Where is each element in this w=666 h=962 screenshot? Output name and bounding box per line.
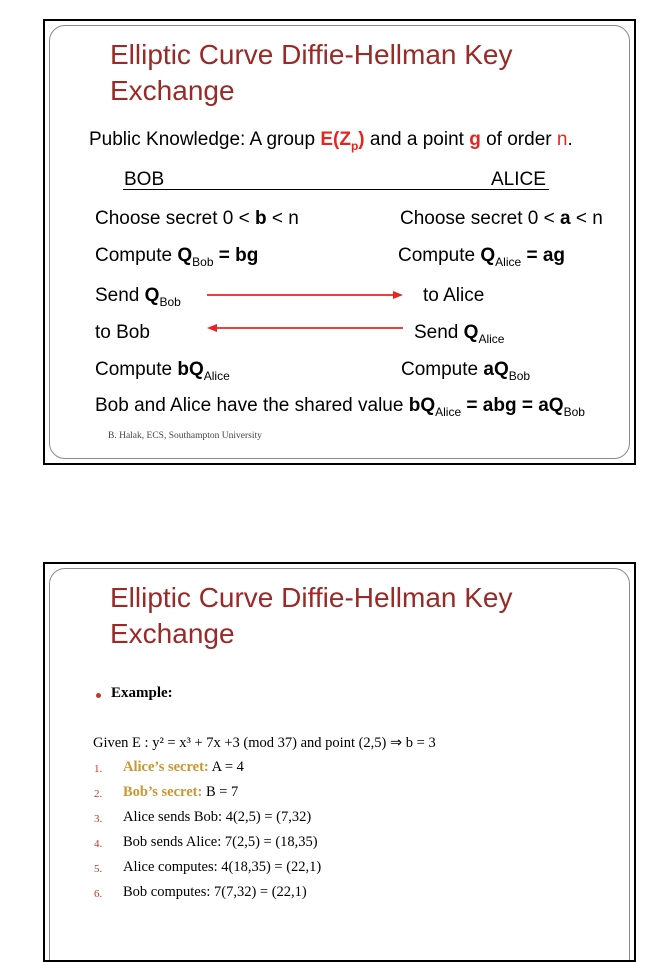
slide-2-frame [49,568,630,960]
alice-header: ALICE [491,169,546,190]
header-underline [123,189,549,190]
alice-final-compute: Compute aQBob [401,359,531,383]
alice-choose-secret: Choose secret 0 < a < n [400,208,603,229]
shared-value-line: Bob and Alice have the shared value bQAl… [95,395,585,419]
to-bob-label: to Bob [95,322,150,343]
step-label: Alice’s secret: [123,759,209,775]
bullet-dot-icon [96,693,101,698]
step-text: Bob sends Alice: 7(2,5) = (18,35) [123,834,318,850]
bob-choose-secret: Choose secret 0 < b < n [95,208,299,229]
bob-send-q: Send QBob [95,285,181,309]
to-alice-label: to Alice [423,285,485,306]
example-label: Example: [111,685,173,701]
bob-final-compute: Compute bQAlice [95,359,230,383]
step-number: 1. [94,763,103,775]
arrow-left-icon [207,324,403,332]
alice-compute-q: Compute QAlice = ag [398,245,565,269]
step-number: 3. [94,813,103,825]
arrow-right-icon [207,291,403,299]
step-number: 4. [94,838,103,850]
step-text: B = 7 [202,784,239,800]
slide-1-title: Elliptic Curve Diffie-Hellman Key Exchan… [110,39,513,106]
step-number: 2. [94,788,103,800]
slide-2-title: Elliptic Curve Diffie-Hellman Key Exchan… [110,582,513,649]
bob-compute-q: Compute QBob = bg [95,245,259,269]
bob-header: BOB [124,169,165,190]
step-text: A = 4 [208,759,244,775]
step-text: Alice sends Bob: 4(2,5) = (7,32) [123,809,312,825]
slide-1: Elliptic Curve Diffie-Hellman Key Exchan… [43,19,636,465]
slide-1-frame [49,25,630,459]
slide-1-footer: B. Halak, ECS, Southampton University [108,431,262,441]
given-equation: Given E : y² = x³ + 7x +3 (mod 37) and p… [93,735,436,751]
alice-send-q: Send QAlice [414,322,505,346]
step-number: 5. [94,863,103,875]
step-text: Alice computes: 4(18,35) = (22,1) [123,859,322,875]
step-text: Bob computes: 7(7,32) = (22,1) [123,884,307,900]
step-label: Bob’s secret: [123,784,203,800]
public-knowledge-line: Public Knowledge: A group E(Zp) and a po… [89,129,573,153]
slide-2: Elliptic Curve Diffie-Hellman Key Exchan… [43,562,636,962]
step-number: 6. [94,888,103,900]
